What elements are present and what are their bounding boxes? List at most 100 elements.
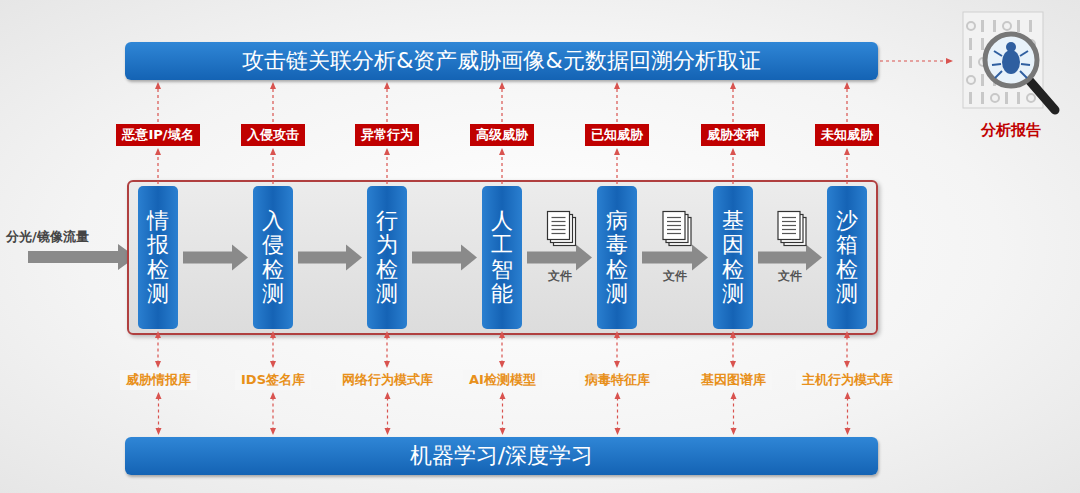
connector-line [272, 88, 273, 122]
arrow-head [384, 361, 390, 368]
binary-mark [991, 94, 999, 102]
arrow-head [845, 428, 851, 435]
arrow-head [692, 245, 708, 271]
arrow-head [500, 392, 506, 399]
connector-line [732, 88, 733, 122]
bug-head [1006, 42, 1016, 52]
dashed-connector [499, 82, 505, 122]
binary-mark [981, 38, 984, 50]
connector-line [732, 154, 733, 184]
binary-mark [981, 74, 984, 86]
learning-band: 机器学习/深度学习 [125, 437, 878, 475]
edge-label: 文件 [663, 268, 687, 285]
flow-arrow [298, 245, 362, 271]
threat-tag: 高级威胁 [470, 124, 534, 146]
arrow-head [844, 331, 850, 338]
bug-leg [1020, 51, 1028, 56]
input-arrow [28, 244, 136, 270]
file-line [782, 221, 796, 222]
file-icon [663, 212, 691, 246]
arrow-head [270, 82, 276, 89]
connector-line [527, 252, 579, 264]
arrow-head [270, 392, 276, 399]
connector-line [386, 88, 387, 122]
file-sheet [663, 212, 685, 240]
arrow-head [845, 392, 851, 399]
dashed-connector [270, 82, 276, 122]
bug-leg [1021, 64, 1030, 65]
binary-mark [967, 76, 975, 84]
arrow-head [270, 361, 276, 368]
connector-line [642, 252, 695, 264]
binary-mark [1029, 20, 1032, 32]
node-text: 入侵检测 [262, 209, 284, 306]
node-text: 恶意IP/域名 [122, 126, 193, 144]
dashed-connector [730, 331, 736, 368]
file-line [552, 221, 566, 222]
threat-tag: 恶意IP/域名 [116, 124, 200, 146]
arrow-head [615, 392, 621, 399]
dashed-connector [731, 392, 737, 435]
arrow-head [270, 428, 276, 435]
library-label: 网络行为模式库 [336, 370, 439, 390]
connector-line [183, 252, 235, 264]
edge-label: 文件 [548, 268, 572, 285]
file-icon [548, 212, 576, 246]
connector-line [157, 337, 158, 363]
node-text: 情报检测 [147, 209, 169, 306]
analysis-band: 攻击链关联分析&资产威胁画像&元数据回溯分析取证 [125, 42, 878, 80]
arrow-head [232, 245, 248, 271]
detection-box: 病毒检测 [597, 186, 637, 329]
arrow-head [461, 245, 477, 271]
bug-leg [1020, 71, 1027, 78]
library-label: AI检测模型 [463, 370, 542, 390]
flow-arrow [527, 245, 592, 271]
library-label: 威胁情报库 [120, 370, 197, 390]
dashed-connector [270, 392, 276, 435]
node-text: 人工智能 [491, 209, 513, 306]
node-text: 分析报告 [955, 121, 1067, 140]
file-sheet [548, 212, 570, 240]
binary-mark [969, 92, 972, 104]
magnifier-lens [985, 34, 1037, 86]
arrow-head [731, 392, 737, 399]
detection-box: 沙箱检测 [827, 186, 867, 329]
dashed-connector [614, 331, 620, 368]
arrow-head [731, 428, 737, 435]
connector-line [501, 88, 502, 122]
arrow-head [270, 331, 276, 338]
file-line [667, 217, 681, 218]
node-text: 入侵攻击 [247, 126, 299, 144]
binary-mark [1027, 94, 1035, 102]
arrow-head [499, 361, 505, 368]
connector-line [847, 398, 848, 430]
node-text: 未知威胁 [821, 126, 873, 144]
arrow-head [499, 82, 505, 89]
node-text: 基因检测 [722, 209, 744, 306]
connector-line [733, 398, 734, 430]
library-label: 主机行为模式库 [796, 370, 899, 390]
connector-line [846, 88, 847, 122]
connector-line [386, 154, 387, 184]
file-line [667, 225, 681, 226]
arrow-head [385, 428, 391, 435]
connector-line [272, 337, 273, 363]
bug-leg [992, 64, 1001, 65]
file-line [552, 233, 566, 234]
dashed-connector [614, 82, 620, 122]
detection-box: 基因检测 [713, 186, 753, 329]
dashed-connector [730, 82, 736, 122]
connector-line [616, 88, 617, 122]
connector-line [298, 252, 349, 264]
node-text: 病毒检测 [606, 209, 628, 306]
arrow-head [844, 82, 850, 89]
arrow-head [806, 245, 822, 271]
node-text: AI检测模型 [469, 371, 536, 389]
threat-tag: 未知威胁 [815, 124, 879, 146]
arrow-head [844, 148, 850, 155]
binary-mark [1017, 20, 1020, 32]
dashed-connector [845, 392, 851, 435]
node-text: 行为检测 [376, 209, 398, 306]
binary-mark [981, 20, 984, 32]
